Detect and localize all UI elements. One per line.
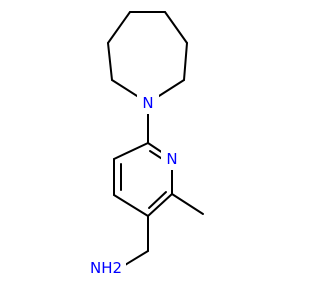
methyl-bond (171, 193, 204, 215)
azepane-nitrogen-label: N (142, 94, 153, 112)
bond (113, 194, 149, 217)
structure-canvas: N N NH2 (86, 11, 204, 279)
amine-group-label: NH2 (90, 259, 122, 277)
bond (183, 42, 188, 81)
bond (107, 11, 131, 44)
pyridine-ring (113, 142, 173, 217)
label-background (161, 148, 183, 170)
azepane-ring (107, 11, 188, 104)
bond (107, 42, 113, 81)
bond (148, 191, 167, 209)
bond (164, 11, 188, 44)
bond (113, 142, 149, 160)
pyridine-nitrogen-label: N (166, 150, 177, 168)
molecule-structure: N N NH2 (86, 11, 204, 279)
label-background (137, 92, 159, 114)
bond (147, 193, 173, 217)
label-background (86, 257, 126, 279)
